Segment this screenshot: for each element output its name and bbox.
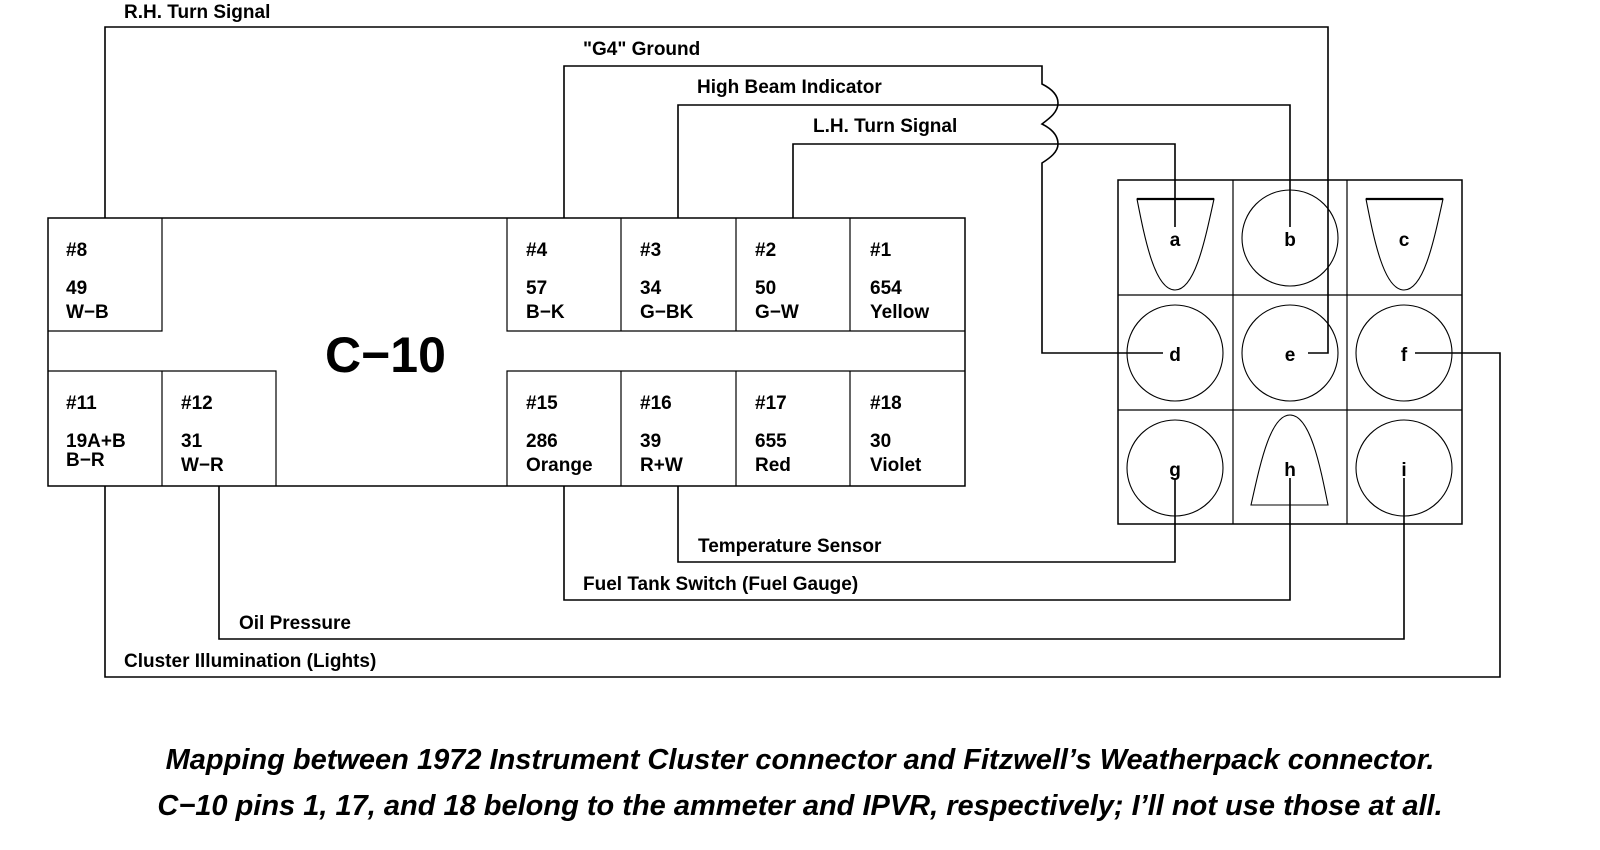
- svg-text:e: e: [1285, 345, 1296, 366]
- wire-color: R+W: [640, 455, 683, 476]
- wire-color: G−BK: [640, 302, 694, 323]
- svg-text:i: i: [1401, 460, 1406, 481]
- weatherpack-pin-g: g: [1126, 419, 1224, 517]
- socket-shape-f: [1355, 304, 1453, 402]
- wire-label-g4-ground: "G4" Ground: [583, 39, 700, 60]
- circuit-number: 31: [181, 431, 203, 452]
- c10-cell-pin-12: #12 31 W−R: [181, 393, 224, 476]
- pin-number: #11: [66, 393, 97, 414]
- wire-color: W−B: [66, 302, 109, 323]
- wire-color: B−R: [66, 450, 105, 471]
- svg-text:g: g: [1169, 460, 1181, 481]
- svg-text:f: f: [1401, 345, 1408, 366]
- c10-cell-pin-2: #2 50 G−W: [755, 240, 799, 323]
- weatherpack-pin-a: a: [1136, 197, 1215, 291]
- weatherpack-pin-i: i: [1355, 419, 1453, 517]
- socket-shape-g: [1126, 419, 1224, 517]
- caption-line-2: C−10 pins 1, 17, and 18 belong to the am…: [157, 790, 1443, 822]
- weatherpack-pin-f: f: [1355, 304, 1453, 402]
- wire-label-fuel-tank-switch: Fuel Tank Switch (Fuel Gauge): [583, 574, 858, 595]
- wire-color: Red: [755, 455, 791, 476]
- circuit-number: 30: [870, 431, 891, 452]
- pin-number: #1: [870, 240, 892, 261]
- wire-lh-turn-signal: L.H. Turn Signal: [792, 116, 1176, 228]
- caption-line-1: Mapping between 1972 Instrument Cluster …: [165, 744, 1435, 776]
- pin-number: #16: [640, 393, 672, 414]
- weatherpack-outline: [1117, 179, 1463, 525]
- wire-label-oil-pressure: Oil Pressure: [239, 613, 351, 634]
- circuit-number: 50: [755, 278, 776, 299]
- wire-label-temperature-sensor: Temperature Sensor: [698, 536, 882, 557]
- wire-color: B−K: [526, 302, 565, 323]
- pin-number: #17: [755, 393, 787, 414]
- wire-g4-ground: "G4" Ground: [563, 39, 1163, 354]
- socket-shape-e: [1241, 304, 1339, 402]
- c10-cell-pin-8: #8 49 W−B: [66, 240, 109, 323]
- c10-title: C−10: [325, 327, 446, 383]
- circuit-number: 655: [755, 431, 787, 452]
- svg-text:b: b: [1284, 230, 1296, 251]
- weatherpack-pin-c: c: [1365, 197, 1444, 291]
- socket-shape-i: [1355, 419, 1453, 517]
- socket-shape-d: [1126, 304, 1224, 402]
- pin-number: #15: [526, 393, 558, 414]
- socket-shape-a: [1136, 198, 1215, 291]
- wire-color: G−W: [755, 302, 799, 323]
- c10-cell-pin-18: #18 30 Violet: [870, 393, 922, 476]
- wire-color: Violet: [870, 455, 922, 476]
- svg-text:d: d: [1169, 345, 1181, 366]
- pin-number: #18: [870, 393, 902, 414]
- wire-color: Orange: [526, 455, 593, 476]
- weatherpack-pin-d: d: [1126, 304, 1224, 402]
- circuit-number: 49: [66, 278, 87, 299]
- c10-cell-pin-16: #16 39 R+W: [640, 393, 683, 476]
- wire-temperature-sensor: Temperature Sensor: [677, 478, 1176, 563]
- wire-cluster-illumination: Cluster Illumination (Lights): [104, 352, 1501, 678]
- weatherpack-pin-h: h: [1250, 414, 1329, 506]
- c10-cell-pin-17: #17 655 Red: [755, 393, 791, 476]
- wire-label-lh-turn-signal: L.H. Turn Signal: [813, 116, 957, 137]
- socket-shape-b: [1241, 189, 1339, 287]
- weatherpack-connector: a b c d e f: [1117, 179, 1463, 525]
- pin-number: #4: [526, 240, 548, 261]
- svg-text:a: a: [1170, 230, 1181, 251]
- pin-number: #3: [640, 240, 661, 261]
- pin-number: #8: [66, 240, 87, 261]
- wire-rh-turn-signal: R.H. Turn Signal: [104, 2, 1329, 354]
- circuit-number: 19A+B: [66, 431, 126, 452]
- c10-cell-pin-4: #4 57 B−K: [526, 240, 565, 323]
- c10-cell-pin-11: #11 19A+B B−R: [66, 393, 126, 471]
- circuit-number: 57: [526, 278, 547, 299]
- wire-fuel-tank-switch: Fuel Tank Switch (Fuel Gauge): [563, 478, 1291, 601]
- circuit-number: 34: [640, 278, 662, 299]
- circuit-number: 39: [640, 431, 661, 452]
- socket-shape-c: [1365, 198, 1444, 291]
- c10-cell-pin-15: #15 286 Orange: [526, 393, 593, 476]
- wire-oil-pressure: Oil Pressure: [218, 478, 1405, 640]
- circuit-number: 654: [870, 278, 902, 299]
- wire-label-cluster-illumination: Cluster Illumination (Lights): [124, 651, 376, 672]
- c10-cell-pin-3: #3 34 G−BK: [640, 240, 694, 323]
- circuit-number: 286: [526, 431, 558, 452]
- c10-connector: C−10 #8 49 W−B #4 57 B−K #3 34 G−BK #2 5…: [47, 217, 966, 487]
- svg-text:c: c: [1399, 230, 1410, 251]
- wire-high-beam-indicator: High Beam Indicator: [677, 77, 1291, 228]
- wire-color: Yellow: [870, 302, 929, 323]
- pin-number: #2: [755, 240, 776, 261]
- weatherpack-pin-e: e: [1241, 304, 1339, 402]
- wire-label-high-beam-indicator: High Beam Indicator: [697, 77, 882, 98]
- pin-number: #12: [181, 393, 213, 414]
- wire-color: W−R: [181, 455, 224, 476]
- c10-cell-pin-1: #1 654 Yellow: [870, 240, 929, 323]
- wire-label-rh-turn-signal: R.H. Turn Signal: [124, 2, 270, 23]
- svg-text:h: h: [1284, 460, 1296, 481]
- socket-shape-h: [1250, 414, 1329, 506]
- weatherpack-pin-b: b: [1241, 189, 1339, 287]
